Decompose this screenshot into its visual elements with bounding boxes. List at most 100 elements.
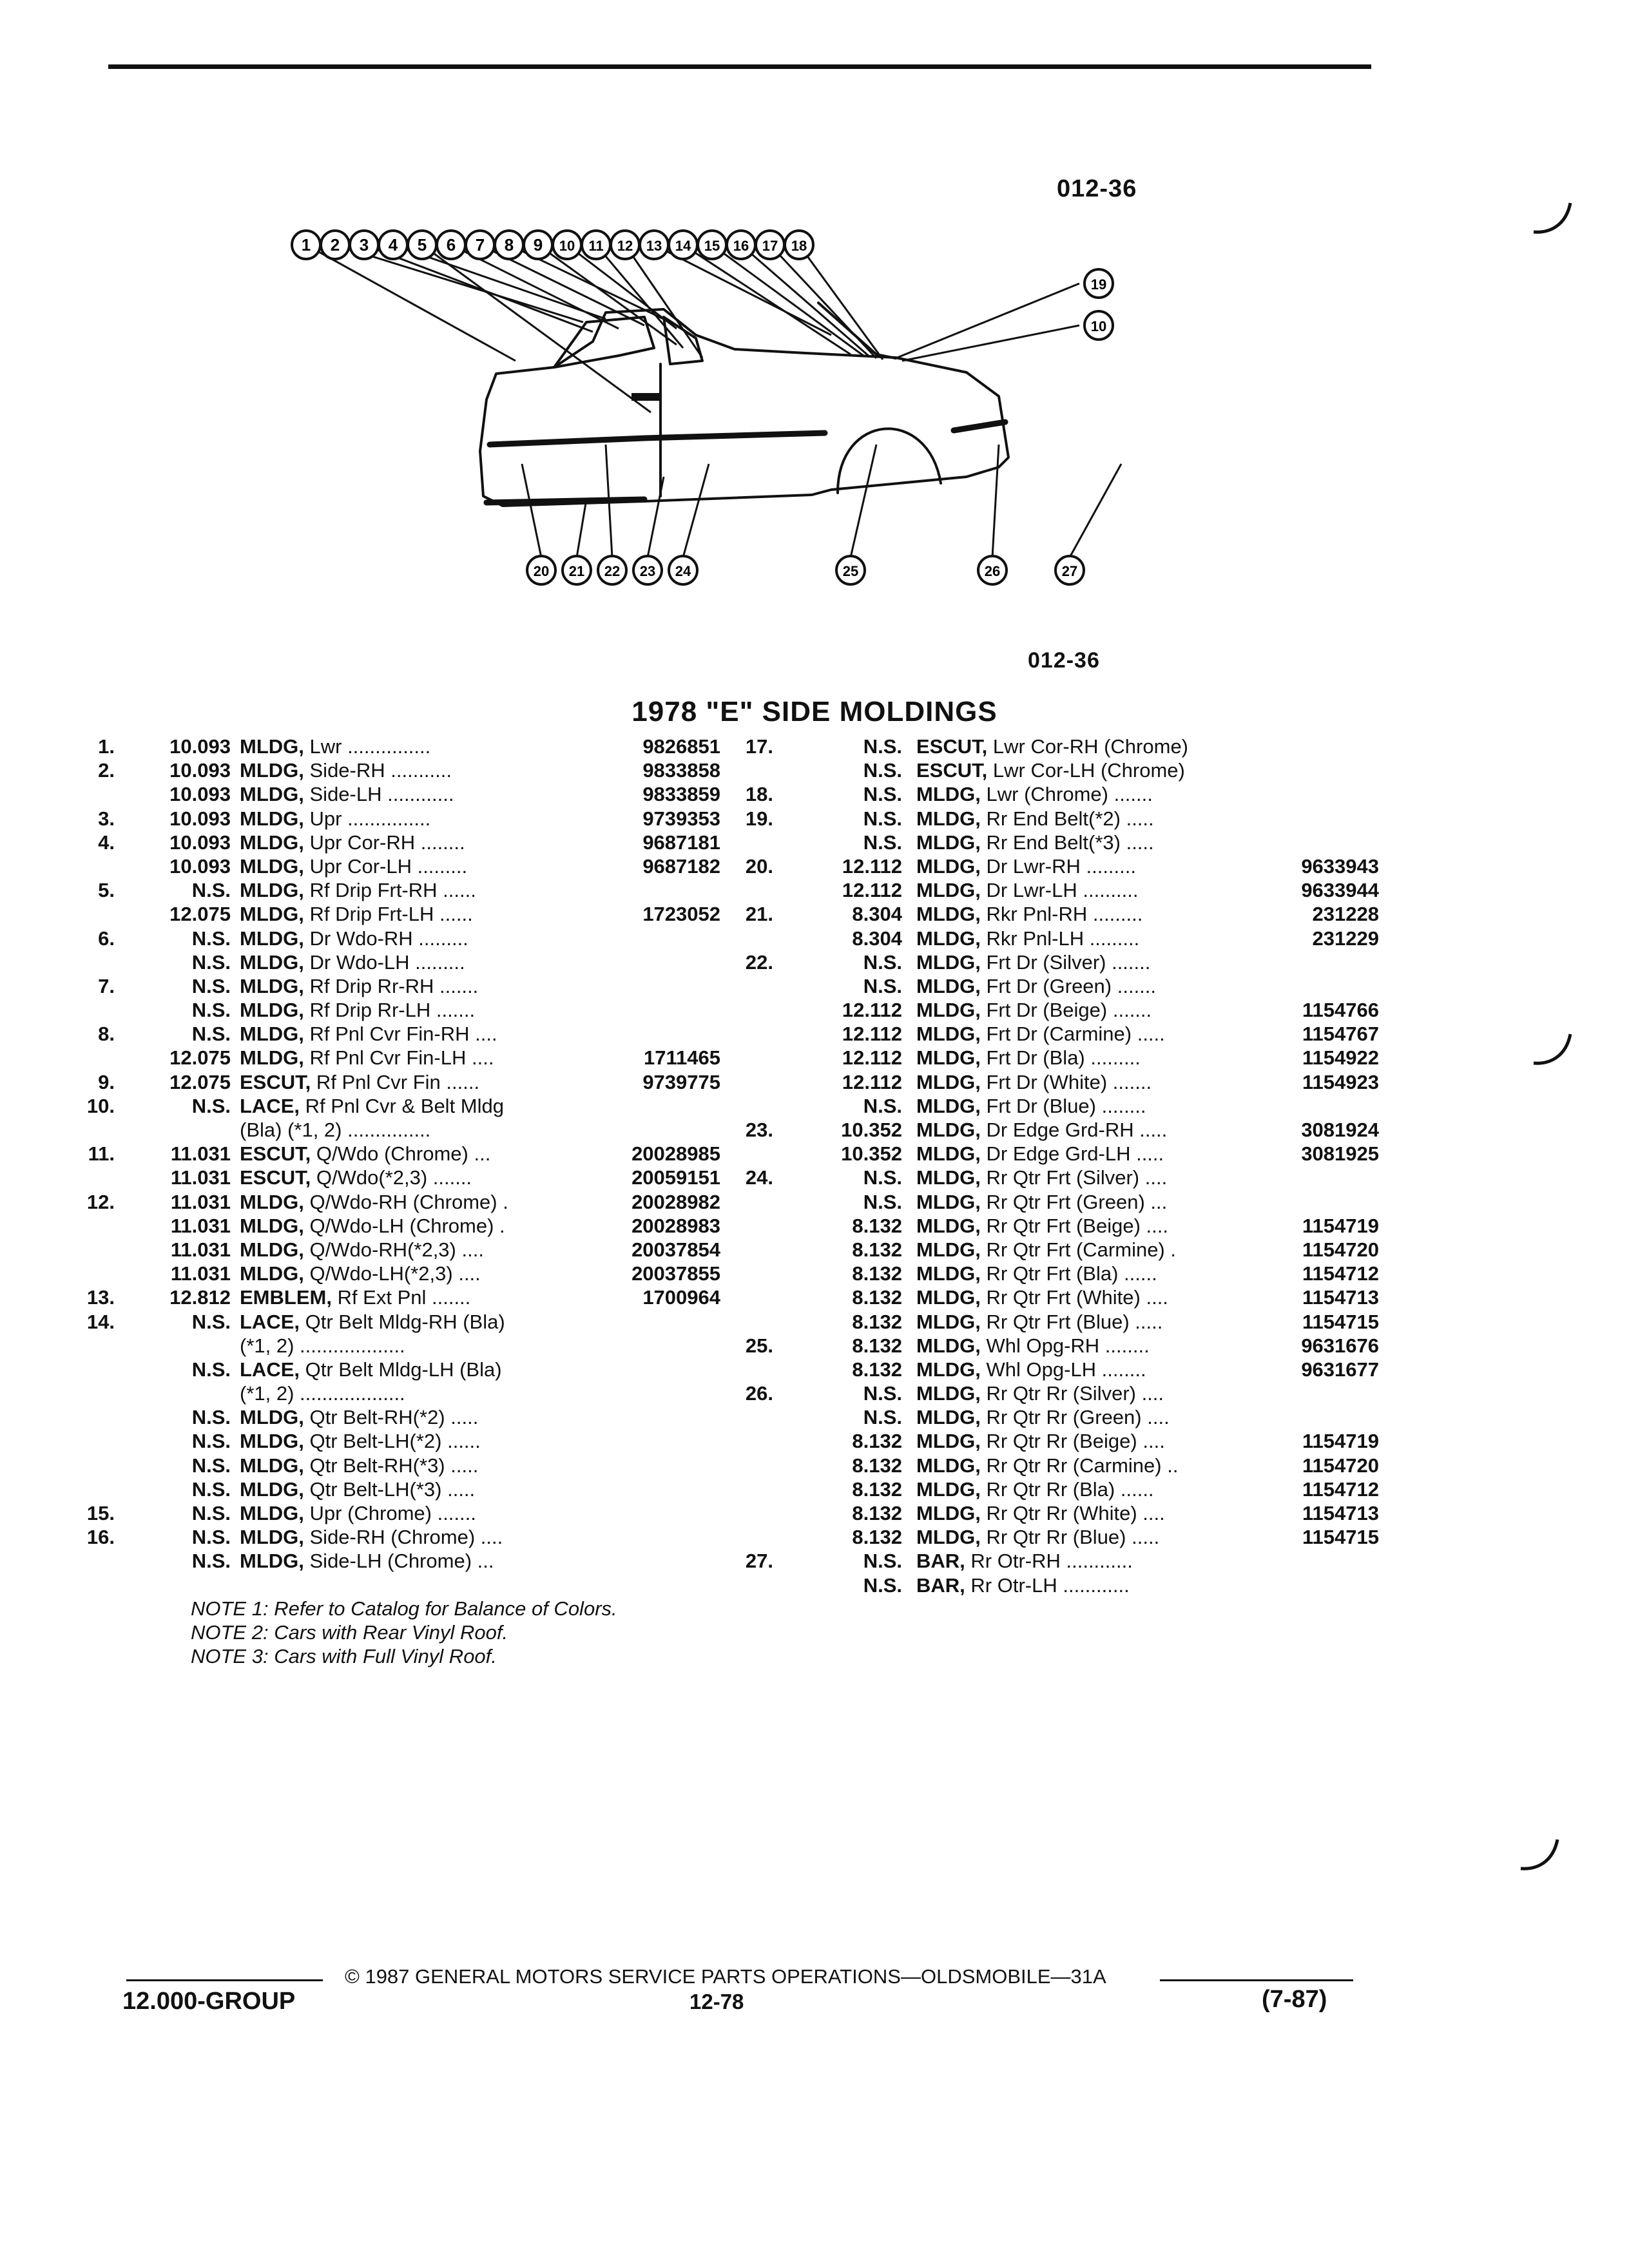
part-description: MLDG, Rf Drip Rr-LH .......	[240, 999, 476, 1022]
note-3: NOTE 3: Cars with Full Vinyl Roof.	[191, 1645, 497, 1667]
part-name: MLDG,	[916, 1430, 981, 1453]
group-number: N.S.	[863, 1190, 902, 1213]
part-name: MLDG,	[916, 1046, 981, 1070]
part-description: ESCUT, Lwr Cor-RH (Chrome)	[916, 735, 1189, 758]
group-number: 10.352	[841, 1119, 902, 1141]
callout-23: 23	[632, 555, 663, 586]
part-description: MLDG, Dr Edge Grd-RH .....	[916, 1119, 1168, 1141]
group-number: 11.031	[170, 1166, 231, 1189]
part-description: MLDG, Side-LH ............	[240, 783, 454, 806]
part-description: MLDG, Rkr Pnl-LH .........	[916, 927, 1140, 950]
part-name: MLDG,	[240, 879, 304, 902]
part-row: 14.N.S.LACE, Qtr Belt Mldg-RH (Bla)	[76, 1310, 720, 1334]
item-number: 14.	[86, 1310, 115, 1333]
item-number: 6.	[98, 927, 115, 950]
svg-text:4: 4	[389, 235, 398, 255]
part-description: MLDG, Q/Wdo-LH (Chrome) .	[240, 1214, 505, 1237]
part-name: MLDG,	[240, 1477, 304, 1501]
footer-copyright: © 1987 GENERAL MOTORS SERVICE PARTS OPER…	[345, 1965, 1106, 1988]
part-description: MLDG, Rr Qtr Rr (Green) ....	[916, 1406, 1170, 1429]
item-number: 4.	[98, 831, 115, 854]
callout-5: 5	[407, 229, 438, 260]
group-number: 12.112	[842, 1046, 902, 1070]
group-number: 8.132	[852, 1214, 902, 1237]
part-description: BAR, Rr Otr-RH ............	[916, 1550, 1133, 1573]
callout-14: 14	[668, 229, 699, 260]
part-name: MLDG,	[916, 974, 981, 997]
svg-text:18: 18	[791, 238, 807, 254]
part-description: MLDG, Rf Drip Rr-RH .......	[240, 974, 479, 997]
part-description: MLDG, Rf Pnl Cvr Fin-RH ....	[240, 1023, 497, 1046]
part-description: ESCUT, Q/Wdo(*2,3) .......	[240, 1166, 472, 1189]
part-description: MLDG, Rr Qtr Rr (Bla) ......	[916, 1477, 1154, 1501]
item-number: 2.	[98, 759, 115, 782]
group-number: N.S.	[863, 807, 902, 830]
part-name: MLDG,	[240, 999, 304, 1022]
figure-code-bottom: 012-36	[1028, 648, 1100, 673]
svg-text:19: 19	[1091, 276, 1106, 293]
group-number: 11.031	[170, 1190, 231, 1213]
part-description: MLDG, Rf Drip Frt-LH ......	[240, 903, 473, 926]
callout-4: 4	[378, 229, 409, 260]
group-number: 12.112	[842, 854, 902, 878]
callout-12: 12	[610, 229, 641, 260]
svg-text:7: 7	[476, 235, 485, 255]
part-description: MLDG, Rr Qtr Rr (Silver) ....	[916, 1382, 1164, 1405]
lower-molding-stripe	[483, 496, 648, 506]
callout-15: 15	[697, 229, 728, 260]
part-description: MLDG, Rr Qtr Rr (Beige) ....	[916, 1430, 1165, 1453]
part-description: MLDG, Q/Wdo-LH(*2,3) ....	[240, 1262, 481, 1285]
group-number: 8.132	[852, 1286, 902, 1309]
part-number: 1154719	[1302, 1430, 1379, 1453]
part-description: MLDG, Lwr (Chrome) .......	[916, 783, 1153, 806]
part-number: 9633943	[1301, 854, 1379, 878]
part-description: MLDG, Qtr Belt-RH(*3) .....	[240, 1454, 479, 1477]
item-number: 8.	[98, 1023, 115, 1046]
part-description: LACE, Rf Pnl Cvr & Belt Mldg	[240, 1094, 504, 1117]
part-name: MLDG,	[240, 974, 304, 997]
part-name: MLDG,	[240, 759, 304, 782]
item-number: 15.	[86, 1502, 115, 1524]
group-number: N.S.	[863, 1573, 902, 1597]
part-description: MLDG, Lwr ...............	[240, 735, 431, 758]
part-row: N.S.MLDG, Rr Qtr Rr (Green) ....	[735, 1405, 1379, 1429]
part-row: N.S.MLDG, Qtr Belt-RH(*2) .....	[76, 1405, 720, 1429]
part-name: MLDG,	[240, 783, 304, 806]
part-name: MLDG,	[916, 1502, 981, 1524]
item-number: 3.	[98, 807, 115, 830]
part-name: MLDG,	[240, 1046, 304, 1070]
part-row: 18.N.S.MLDG, Lwr (Chrome) .......	[735, 782, 1379, 806]
part-row: (*1, 2) ...................	[76, 1334, 720, 1358]
part-description: MLDG, Whl Opg-LH ........	[916, 1358, 1146, 1381]
callout-13: 13	[639, 229, 670, 260]
group-number: 8.132	[852, 1477, 902, 1501]
group-number: 12.112	[842, 879, 902, 902]
svg-text:16: 16	[733, 238, 749, 254]
part-row: N.S.MLDG, Dr Wdo-LH .........	[76, 950, 720, 974]
part-row: 7.N.S.MLDG, Rf Drip Rr-RH .......	[76, 974, 720, 998]
part-name: ESCUT,	[240, 1070, 311, 1093]
part-name: MLDG,	[916, 950, 981, 974]
part-description: MLDG, Frt Dr (Blue) ........	[916, 1094, 1146, 1117]
item-number: 26.	[745, 1382, 773, 1405]
part-description: MLDG, Rr Qtr Rr (Blue) .....	[916, 1526, 1160, 1549]
part-row: 6.N.S.MLDG, Dr Wdo-RH .........	[76, 927, 720, 950]
group-number: 10.352	[841, 1142, 902, 1166]
part-name: MLDG,	[916, 1023, 981, 1046]
group-number: 8.132	[852, 1454, 902, 1477]
svg-text:17: 17	[762, 238, 778, 254]
svg-text:14: 14	[675, 238, 691, 254]
group-number: 10.093	[169, 854, 231, 878]
part-name: MLDG,	[916, 1454, 981, 1477]
svg-text:9: 9	[534, 235, 543, 255]
